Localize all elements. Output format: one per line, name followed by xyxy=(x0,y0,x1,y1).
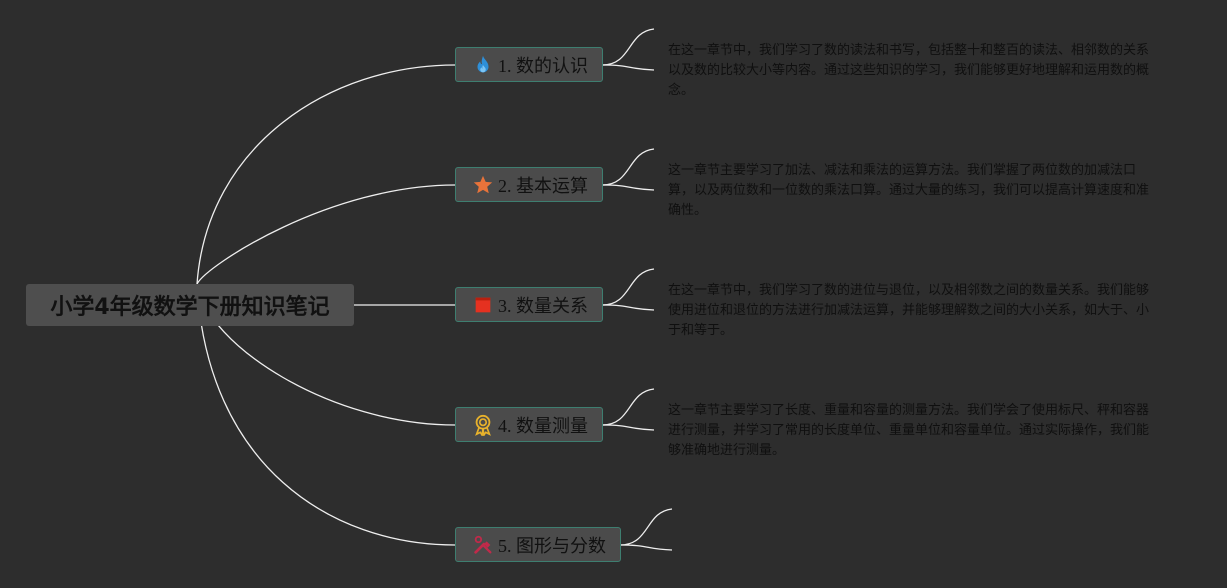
topic-1-bracket-top xyxy=(601,28,655,66)
root-to-topic-1-line xyxy=(196,64,456,285)
topic-4-label: 4. 数量测量 xyxy=(498,415,588,436)
root-topic[interactable]: 小学4年级数学下册知识笔记 xyxy=(26,284,354,326)
topic-4-bracket-bottom xyxy=(601,424,655,431)
topic-1[interactable]: 1. 数的认识 xyxy=(455,47,603,82)
topic-2[interactable]: 2. 基本运算 xyxy=(455,167,603,202)
award-icon xyxy=(472,414,494,436)
root-title: 小学4年级数学下册知识笔记 xyxy=(50,295,330,320)
root-to-topic-5-line xyxy=(196,283,456,546)
topic-3-note: 在这一章节中，我们学习了数的进位与退位，以及相邻数之间的数量关系。我们能够使用进… xyxy=(668,283,1150,338)
topic-1-note: 在这一章节中，我们学习了数的读法和书写，包括整十和整百的读法、相邻数的关系以及数… xyxy=(668,43,1150,98)
topic-3-bracket-bottom xyxy=(601,304,655,311)
topic-1-bracket-bottom xyxy=(601,64,655,71)
root-to-topic-2-line xyxy=(196,184,456,285)
topic-5-bracket-bottom xyxy=(619,544,673,551)
star-icon xyxy=(472,174,494,196)
topic-2-note: 这一章节主要学习了加法、减法和乘法的运算方法。我们掌握了两位数的加减法口算，以及… xyxy=(668,163,1150,218)
topic-5-label: 5. 图形与分数 xyxy=(498,535,606,556)
topic-2-label: 2. 基本运算 xyxy=(498,175,588,196)
topic-3[interactable]: 3. 数量关系 xyxy=(455,287,603,322)
topic-4-bracket-top xyxy=(601,388,655,426)
topic-2-bracket-bottom xyxy=(601,184,655,191)
topic-5-bracket-top xyxy=(619,508,673,546)
topic-5[interactable]: 5. 图形与分数 xyxy=(455,527,621,562)
topic-1-label: 1. 数的认识 xyxy=(498,55,588,76)
flag-icon xyxy=(472,294,494,316)
topic-4[interactable]: 4. 数量测量 xyxy=(455,407,603,442)
topic-2-bracket-top xyxy=(601,148,655,186)
topic-3-label: 3. 数量关系 xyxy=(498,295,588,316)
topic-4-note: 这一章节主要学习了长度、重量和容量的测量方法。我们学会了使用标尺、秤和容器进行测… xyxy=(668,403,1150,458)
tools-icon xyxy=(472,534,494,556)
flame-icon xyxy=(472,54,494,76)
topic-3-bracket-top xyxy=(601,268,655,306)
